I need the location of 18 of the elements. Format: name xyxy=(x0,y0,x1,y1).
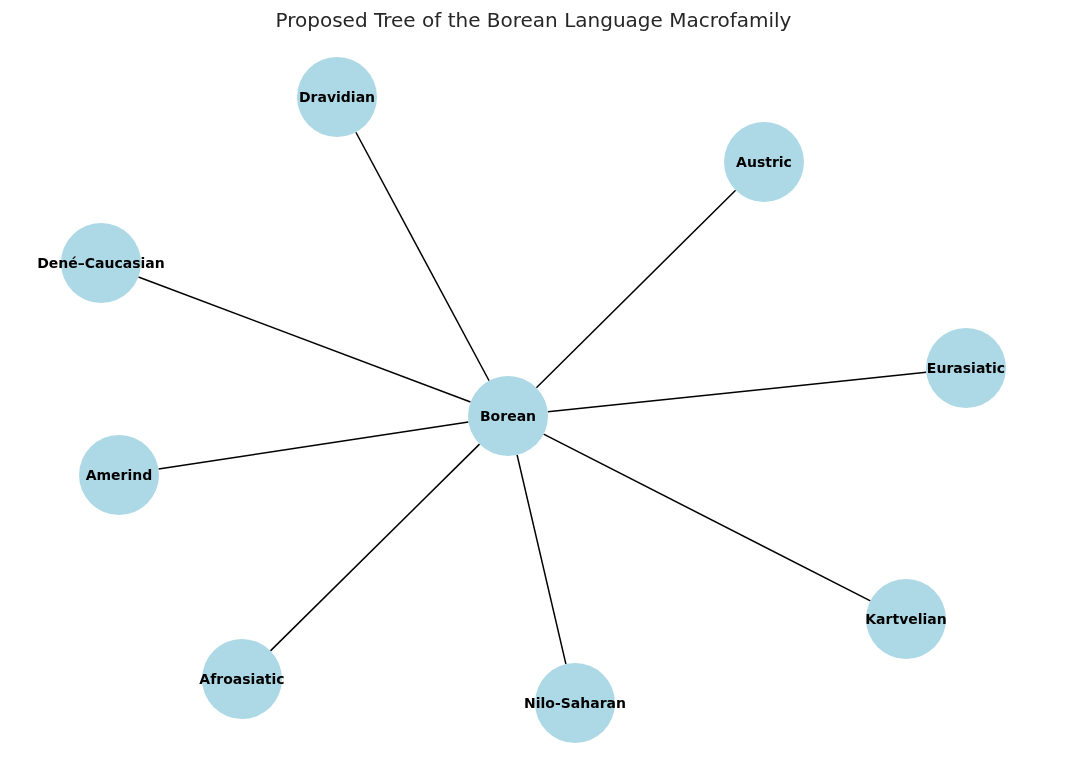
connector-line xyxy=(547,371,927,413)
connector-line xyxy=(535,189,737,389)
node-label: Dravidian xyxy=(298,88,376,106)
node-label: Dené–Caucasian xyxy=(37,254,165,272)
node-label: Borean xyxy=(479,407,537,425)
connector-line xyxy=(355,131,490,382)
node-label: Nilo-Saharan xyxy=(524,694,626,712)
connector-line xyxy=(157,421,470,470)
connector-line xyxy=(516,454,567,665)
node-label: Kartvelian xyxy=(865,610,947,628)
node-label: Austric xyxy=(736,153,792,171)
node-label: Afroasiatic xyxy=(199,670,285,688)
diagram-title: Proposed Tree of the Borean Language Macrofamily xyxy=(275,7,792,33)
connector-line xyxy=(542,433,872,602)
node-label: Eurasiatic xyxy=(926,359,1006,377)
connector-line xyxy=(269,443,481,652)
connector-line xyxy=(137,276,472,403)
node-label: Amerind xyxy=(85,466,153,484)
